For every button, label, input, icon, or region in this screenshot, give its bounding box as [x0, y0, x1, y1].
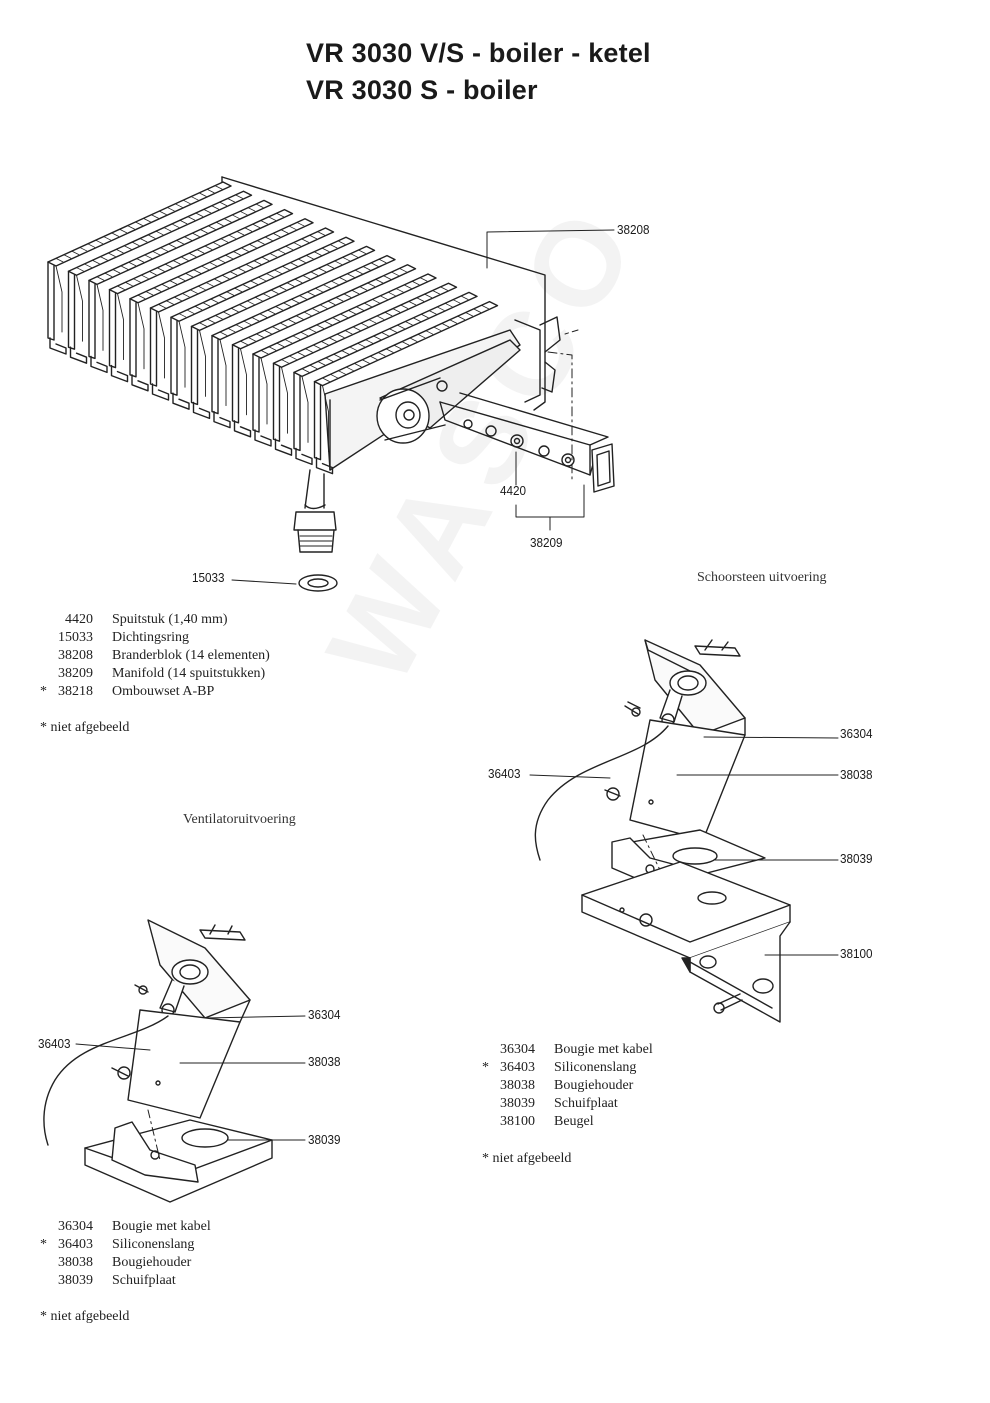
legend-part-description: Bougiehouder [112, 1255, 192, 1270]
callout-ventilator-38038: 38038 [308, 1054, 341, 1069]
callout-ventilator-38039: 38039 [308, 1132, 341, 1147]
legend-row: 38209 Manifold (14 spuitstukken) [40, 666, 340, 684]
page-title-line-1: VR 3030 V/S - boiler - ketel [306, 38, 651, 68]
legend-part-number: 38039 [500, 1096, 535, 1111]
callout-schoorsteen-38039: 38039 [840, 851, 873, 866]
legend-row: 38039 Schuifplaat [482, 1096, 782, 1114]
caption-ventilatoruitvoering: Ventilatoruitvoering [183, 812, 296, 827]
legend-row: * 36403 Siliconenslang [40, 1237, 340, 1255]
legend-row: 38208 Branderblok (14 elementen) [40, 648, 340, 666]
legend-part-description: Dichtingsring [112, 630, 189, 645]
legend-row: 38100 Beugel [482, 1114, 782, 1132]
legend-part-number: 38100 [500, 1114, 535, 1129]
ventilator-leader-lines [75, 1015, 306, 1141]
caption-schoorsteen-uitvoering: Schoorsteen uitvoering [697, 570, 827, 585]
legend-part-description: Branderblok (14 elementen) [112, 648, 270, 663]
callout-ventilator-36403: 36403 [38, 1036, 71, 1051]
page-title-line-2: VR 3030 S - boiler [306, 75, 538, 105]
legend-row: 36304 Bougie met kabel [482, 1042, 782, 1060]
legend-row: 38039 Schuifplaat [40, 1273, 340, 1291]
callout-38209: 38209 [530, 535, 563, 550]
legend-part-description: Ombouwset A-BP [112, 684, 215, 699]
legend-part-description: Siliconenslang [112, 1237, 195, 1252]
legend-part-number: 38039 [58, 1273, 93, 1288]
legend-part-description: Schuifplaat [112, 1273, 176, 1288]
legend-row: 38038 Bougiehouder [40, 1255, 340, 1273]
legend-part-description: Bougie met kabel [112, 1219, 211, 1234]
burner-note: * niet afgebeeld [40, 720, 130, 735]
legend-part-number: 38209 [58, 666, 93, 681]
legend-part-description: Bougiehouder [554, 1078, 634, 1093]
callout-ventilator-36304: 36304 [308, 1007, 341, 1022]
callout-schoorsteen-38038: 38038 [840, 767, 873, 782]
legend-part-description: Schuifplaat [554, 1096, 618, 1111]
legend-part-description: Spuitstuk (1,40 mm) [112, 612, 228, 627]
callout-15033: 15033 [192, 570, 225, 585]
legend-row: 4420 Spuitstuk (1,40 mm) [40, 612, 340, 630]
legend-part-number: 38038 [500, 1078, 535, 1093]
legend-part-description: Bougie met kabel [554, 1042, 653, 1057]
legend-part-number: 36403 [58, 1237, 93, 1252]
callout-4420: 4420 [500, 483, 527, 498]
callout-38208: 38208 [617, 222, 650, 237]
schoorsteen-leader-lines [529, 736, 839, 956]
legend-row: 15033 Dichtingsring [40, 630, 340, 648]
legend-part-description: Siliconenslang [554, 1060, 637, 1075]
legend-part-number: 36403 [500, 1060, 535, 1075]
schoorsteen-igniter-drawing [534, 639, 791, 1023]
legend-row: 36304 Bougie met kabel [40, 1219, 340, 1237]
legend-row: 38038 Bougiehouder [482, 1078, 782, 1096]
callout-schoorsteen-38100: 38100 [840, 946, 873, 961]
legend-part-number: 36304 [500, 1042, 535, 1057]
schoorsteen-parts-legend: 36304 Bougie met kabel * 36403 Siliconenslan… [482, 1042, 782, 1132]
legend-part-description: Beugel [554, 1114, 594, 1129]
legend-part-number: 38208 [58, 648, 93, 663]
burner-leader-lines [231, 229, 615, 585]
ventilator-igniter-drawing [43, 919, 273, 1203]
legend-row: * 36403 Siliconenslang [482, 1060, 782, 1078]
legend-asterisk: * [40, 684, 47, 699]
schoorsteen-note: * niet afgebeeld [482, 1151, 572, 1166]
legend-part-number: 15033 [58, 630, 93, 645]
burner-parts-legend: 4420 Spuitstuk (1,40 mm) 15033 Dichtingsrin… [40, 612, 340, 702]
burner-block-drawing [47, 176, 615, 592]
legend-part-number: 36304 [58, 1219, 93, 1234]
ventilator-note: * niet afgebeeld [40, 1309, 130, 1324]
legend-asterisk: * [40, 1237, 47, 1252]
legend-part-number: 4420 [65, 612, 93, 627]
legend-part-description: Manifold (14 spuitstukken) [112, 666, 266, 681]
legend-part-number: 38038 [58, 1255, 93, 1270]
legend-part-number: 38218 [58, 684, 93, 699]
ventilator-parts-legend: 36304 Bougie met kabel * 36403 Siliconenslan… [40, 1219, 340, 1291]
callout-schoorsteen-36304: 36304 [840, 726, 873, 741]
legend-row: * 38218 Ombouwset A-BP [40, 684, 340, 702]
callout-schoorsteen-36403: 36403 [488, 766, 521, 781]
legend-asterisk: * [482, 1060, 489, 1075]
